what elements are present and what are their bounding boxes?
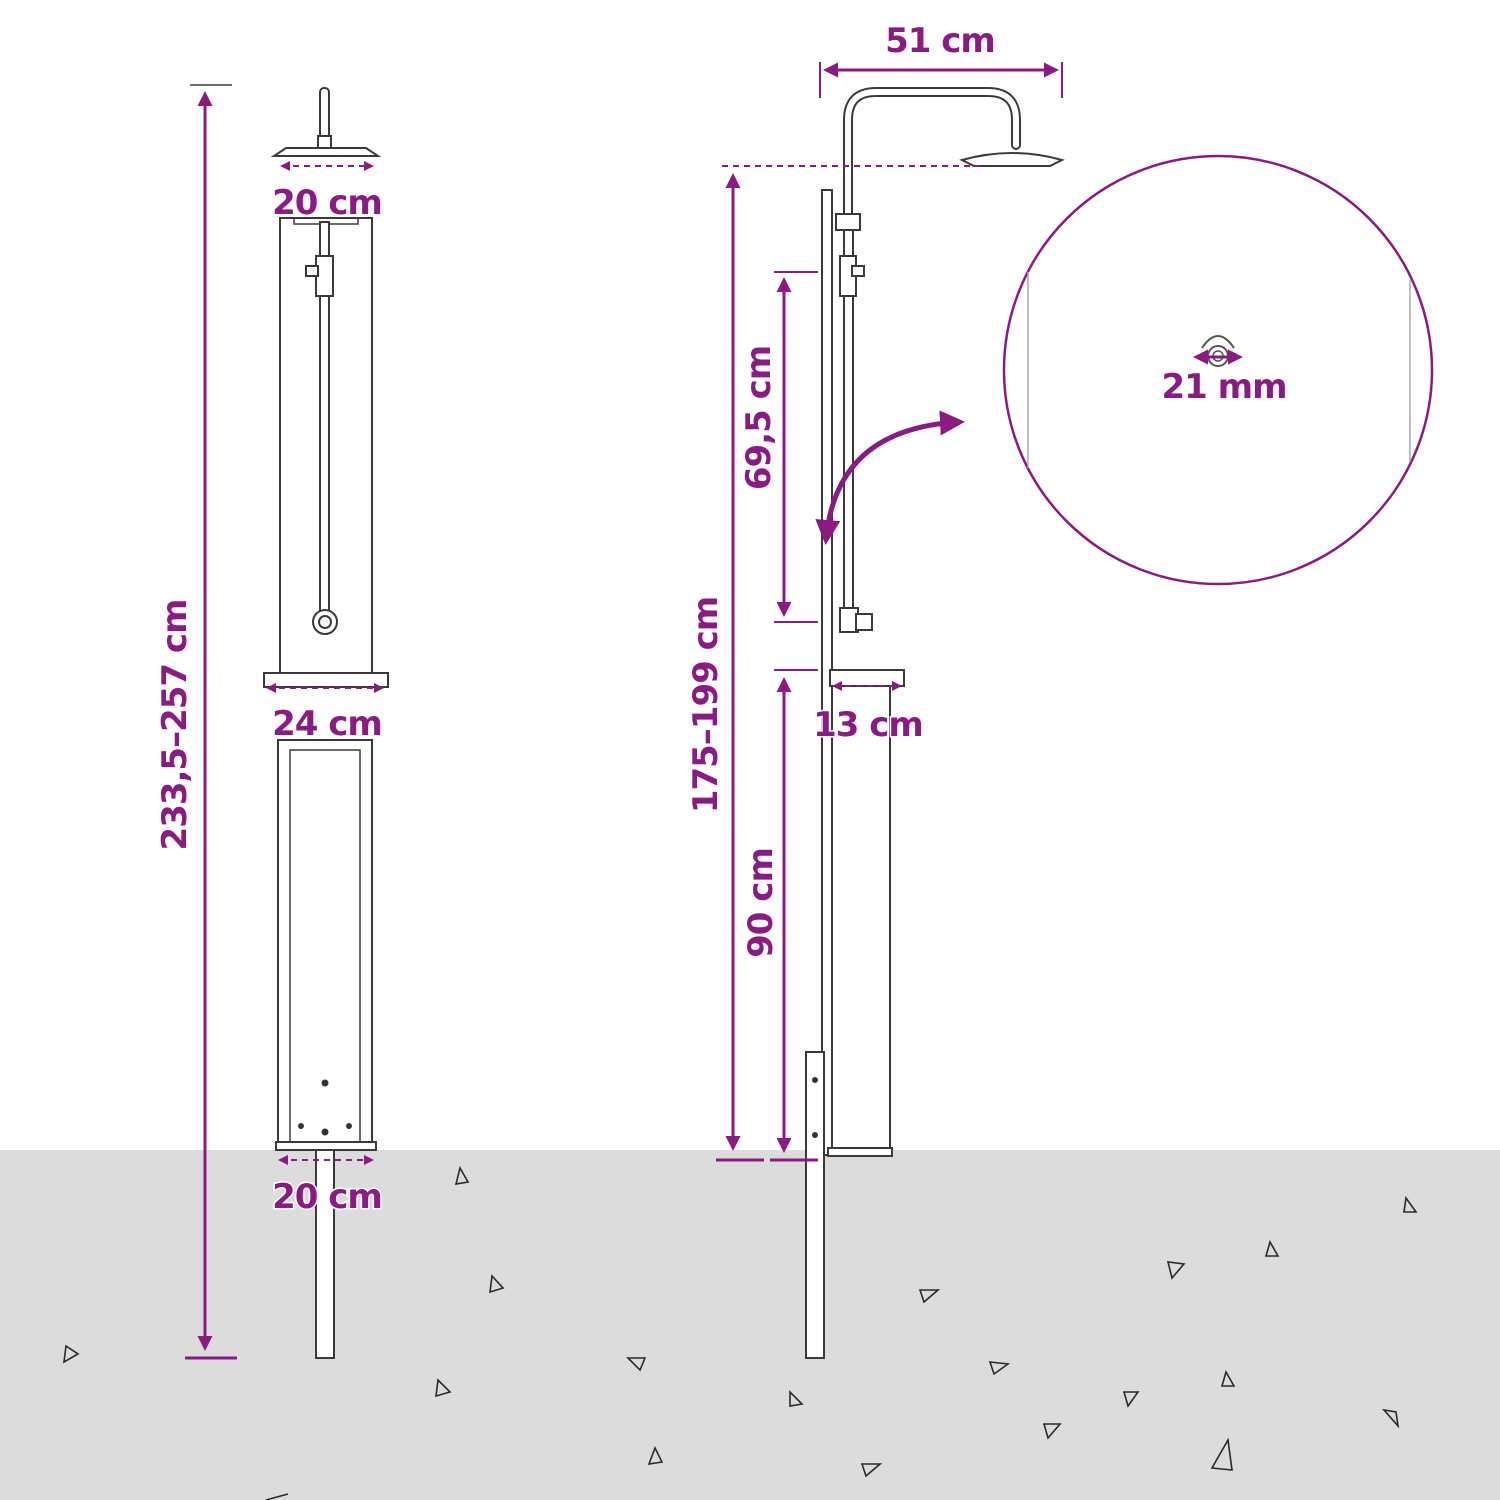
head-width-label: 20 cm (272, 183, 382, 223)
base-width-label: 20 cm (272, 1177, 382, 1217)
head-height-label: 175–199 cm (686, 597, 726, 813)
gravel-marks (63, 1165, 1418, 1500)
detail-pointer-arrow (815, 410, 965, 545)
shelf-width-label: 24 cm (272, 704, 382, 744)
arm-width-label: 51 cm (885, 21, 995, 61)
front-height-dimension (185, 84, 237, 1360)
upper-section-label: 69,5 cm (739, 346, 779, 490)
side-dimension-lines (716, 62, 1063, 1162)
pipe-detail-callout (1002, 154, 1434, 586)
shelf-depth-label: 13 cm (813, 705, 923, 745)
pipe-diameter-label: 21 mm (1161, 367, 1286, 407)
lower-section-label: 90 cm (741, 848, 781, 958)
ground (0, 1150, 1500, 1500)
front-height-label: 233,5–257 cm (155, 600, 195, 851)
